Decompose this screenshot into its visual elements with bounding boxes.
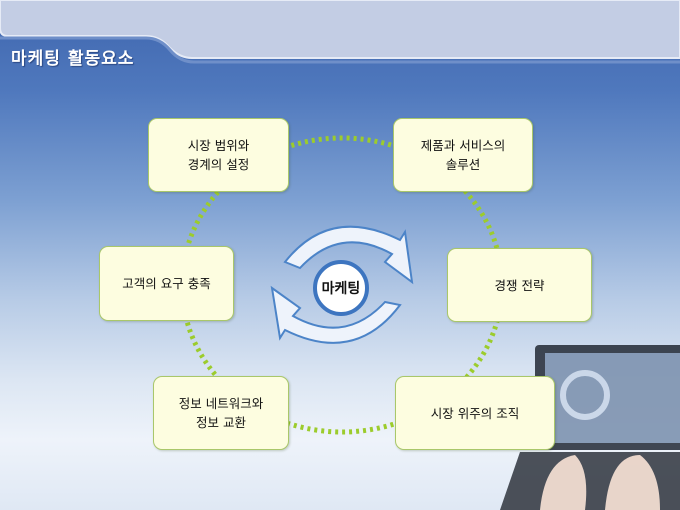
element-text: 시장 위주의 조직 bbox=[430, 405, 520, 421]
element-competition-strategy: 경쟁 전략 bbox=[447, 248, 592, 322]
element-text: 경쟁 전략 bbox=[494, 277, 545, 293]
element-text: 경계의 설정 bbox=[187, 157, 250, 172]
element-text: 시장 범위와 bbox=[187, 138, 250, 153]
element-customer-needs: 고객의 요구 충족 bbox=[99, 246, 234, 321]
element-market-organization: 시장 위주의 조직 bbox=[395, 376, 555, 450]
element-text: 솔루션 bbox=[445, 157, 481, 172]
element-text: 제품과 서비스의 bbox=[420, 138, 506, 153]
slide-title: 마케팅 활동요소 bbox=[11, 49, 135, 69]
element-text: 정보 교환 bbox=[196, 415, 246, 430]
element-text: 고객의 요구 충족 bbox=[122, 276, 211, 291]
cycle-arrows-icon bbox=[270, 225, 414, 344]
center-marketing-circle: 마케팅 bbox=[313, 260, 369, 316]
laptop-image bbox=[500, 345, 680, 510]
center-label: 마케팅 bbox=[321, 281, 361, 297]
element-text: 정보 네트워크와 bbox=[178, 396, 264, 411]
